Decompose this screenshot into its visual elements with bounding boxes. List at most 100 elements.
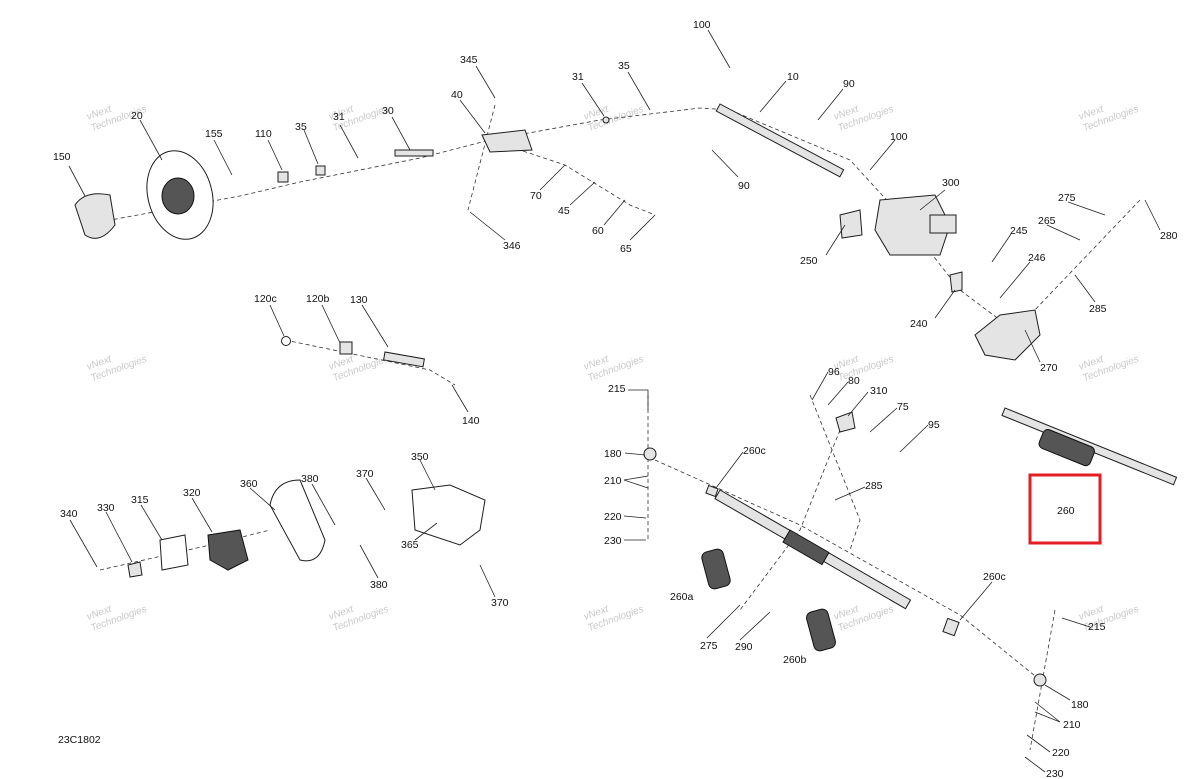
part-label: 370 xyxy=(356,468,374,480)
horn-pad xyxy=(74,193,116,239)
part-label: 280 xyxy=(1160,230,1178,242)
part-label: 10 xyxy=(787,71,799,83)
part-label: 180 xyxy=(1071,699,1089,711)
part-label: 350 xyxy=(411,451,429,463)
highlight-box xyxy=(1028,473,1102,545)
leader-line xyxy=(899,424,929,453)
part-label: 155 xyxy=(205,128,223,140)
leader-line xyxy=(391,116,411,151)
part-label: 110 xyxy=(255,128,272,140)
leader-line xyxy=(869,139,896,171)
part-label: 240 xyxy=(910,318,928,330)
part-label: 215 xyxy=(608,383,626,395)
leader-line xyxy=(140,504,163,541)
part-label: 290 xyxy=(735,641,753,653)
column-support-40 xyxy=(481,129,533,153)
part-label: 370 xyxy=(491,597,509,609)
leader-line xyxy=(419,459,436,491)
leader-line xyxy=(69,519,98,568)
part-label: 360 xyxy=(240,478,258,490)
leader-line xyxy=(827,381,849,406)
leader-line xyxy=(311,483,336,526)
part-label: 215 xyxy=(1088,621,1106,633)
leader-line xyxy=(451,384,469,413)
part-label: 346 xyxy=(503,240,521,252)
leader-line xyxy=(706,604,741,639)
ring-120c xyxy=(281,336,291,346)
tie-rod-end-260c-right xyxy=(942,617,960,637)
leader-line xyxy=(869,407,898,433)
part-label: 275 xyxy=(1058,192,1076,204)
part-label: 260b xyxy=(783,654,807,666)
bolt-346-axis xyxy=(467,104,496,211)
leader-line xyxy=(249,487,276,511)
column-part-130 xyxy=(383,351,425,368)
diagram-code: 23C1802 xyxy=(58,734,101,746)
leader-line xyxy=(68,165,86,197)
part-label: 210 xyxy=(1063,719,1081,731)
part-label: 285 xyxy=(865,480,883,492)
leader-line xyxy=(623,515,647,519)
part-label: 250 xyxy=(800,255,818,267)
assembly-axes xyxy=(99,104,1141,751)
leader-line xyxy=(1061,617,1091,628)
part-label: 330 xyxy=(97,502,115,514)
part-label: 210 xyxy=(604,475,622,487)
leader-line xyxy=(603,199,626,226)
part-label: 275 xyxy=(700,640,718,652)
part-label: 100 xyxy=(693,19,711,31)
column-lower-axis xyxy=(284,339,456,386)
part-label: 120b xyxy=(306,293,330,305)
leader-line xyxy=(711,149,739,178)
module-320 xyxy=(207,529,249,571)
part-label: 260c xyxy=(983,571,1006,583)
leader-line xyxy=(999,261,1031,299)
leader-line xyxy=(1074,274,1096,303)
leader-line xyxy=(1144,199,1161,231)
leader-line xyxy=(759,80,787,113)
part-label: 35 xyxy=(618,60,630,72)
leader-line xyxy=(321,304,341,344)
leader-line xyxy=(627,71,651,111)
part-label: 315 xyxy=(131,494,149,506)
nut-110 xyxy=(277,171,289,183)
part-label: 365 xyxy=(401,539,419,551)
part-label: 96 xyxy=(828,366,840,378)
leader-line xyxy=(959,581,993,621)
leader-line xyxy=(817,88,844,121)
rack-vertical-axis xyxy=(739,429,841,611)
leader-line xyxy=(459,99,486,134)
leader-line xyxy=(359,544,379,579)
part-label: 140 xyxy=(462,415,480,427)
leader-line xyxy=(569,181,596,206)
steering-rack-housing xyxy=(782,529,830,566)
leader-line xyxy=(623,479,649,489)
leader-line xyxy=(1024,329,1041,363)
part-label: 230 xyxy=(1046,768,1064,779)
part-label: 345 xyxy=(460,54,478,66)
leader-line xyxy=(739,611,771,641)
leader-line xyxy=(469,211,506,241)
bracket-250 xyxy=(839,209,863,239)
part-label: 130 xyxy=(350,294,368,306)
leader-line xyxy=(267,139,283,171)
leader-line xyxy=(303,129,319,165)
leader-line xyxy=(1034,711,1061,723)
leader-line xyxy=(539,164,566,191)
part-label: 75 xyxy=(897,401,909,413)
part-label: 246 xyxy=(1028,252,1046,264)
part-label: 300 xyxy=(942,177,960,189)
highlighted-part-label: 260 xyxy=(1057,505,1075,517)
part-label: 260c xyxy=(743,445,766,457)
ball-joint-180-right xyxy=(1033,673,1047,687)
part-label: 20 xyxy=(131,110,143,122)
part-label: 220 xyxy=(1052,747,1070,759)
leader-line xyxy=(191,497,213,533)
washer-35 xyxy=(315,165,326,176)
